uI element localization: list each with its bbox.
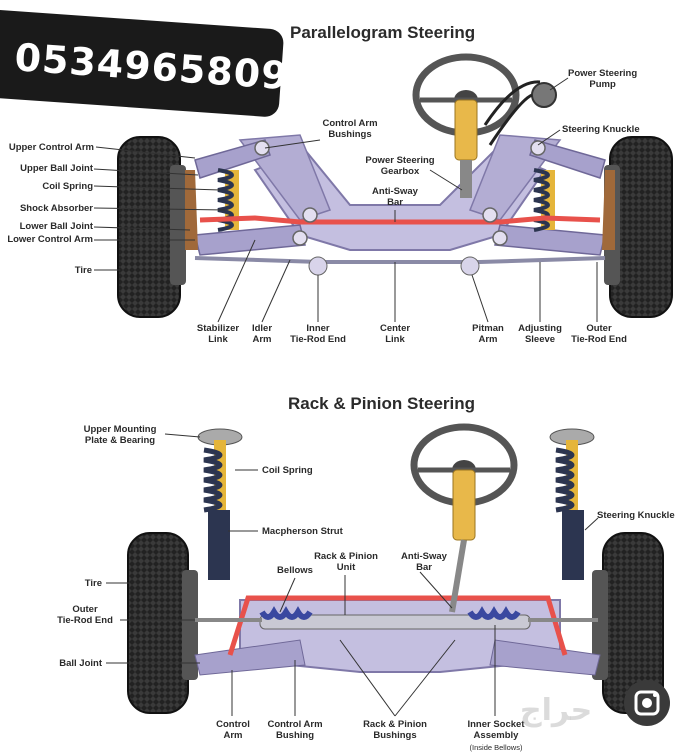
watermark-text: حراج bbox=[520, 693, 593, 728]
label-upper-control-arm: Upper Control Arm bbox=[8, 142, 94, 153]
lens-search-icon[interactable] bbox=[624, 680, 670, 726]
power-steering-pump bbox=[483, 80, 557, 146]
pitman-arm-joint bbox=[460, 256, 480, 276]
label-ball-joint: Ball Joint bbox=[59, 658, 102, 669]
anti-sway-bar-1 bbox=[199, 215, 601, 225]
control-arm-right bbox=[489, 639, 601, 676]
label-steering-knuckle-1: Steering Knuckle bbox=[562, 124, 640, 135]
knuckle-right bbox=[602, 170, 615, 250]
label-lower-ball-joint: Lower Ball Joint bbox=[19, 221, 93, 232]
strut-right bbox=[549, 428, 595, 580]
label-shock-absorber: Shock Absorber bbox=[19, 203, 93, 214]
steering-wheel-1 bbox=[412, 53, 520, 198]
leader-lines-1 bbox=[93, 77, 598, 323]
right-tire-2 bbox=[592, 532, 664, 714]
label-bellows: Bellows bbox=[277, 565, 313, 576]
phone-number: 0534965809 bbox=[13, 35, 291, 99]
label-macpherson-strut: Macpherson Strut bbox=[262, 526, 343, 537]
idler-arm-joint bbox=[308, 256, 328, 276]
label-lower-control-arm: Lower Control Arm bbox=[7, 234, 93, 245]
bushings-1 bbox=[254, 140, 546, 246]
rack-unit bbox=[195, 606, 598, 630]
steering-wheel-2 bbox=[410, 423, 518, 613]
haraj-watermark: حراج bbox=[520, 693, 592, 728]
parallelogram-title: Parallelogram Steering bbox=[290, 23, 476, 42]
rack-pinion-title: Rack & Pinion Steering bbox=[288, 394, 476, 413]
label-upper-ball-joint: Upper Ball Joint bbox=[20, 163, 93, 174]
label-coil-spring-2: Coil Spring bbox=[262, 465, 313, 476]
label-coil-spring-1: Coil Spring bbox=[42, 181, 93, 192]
rack-pinion-diagram bbox=[127, 423, 664, 714]
label-tire-2: Tire bbox=[84, 578, 102, 589]
label-tire-1: Tire bbox=[74, 265, 92, 276]
leader-lines-2 bbox=[106, 433, 599, 717]
center-link bbox=[194, 256, 606, 264]
upper-control-arm-right bbox=[529, 139, 606, 179]
left-tire-1 bbox=[117, 136, 186, 318]
lower-control-arm-left bbox=[194, 224, 306, 256]
parallelogram-diagram bbox=[117, 53, 673, 318]
upper-control-arm-left bbox=[194, 139, 271, 179]
control-arm-left bbox=[194, 639, 306, 676]
label-inside-bellows: (Inside Bellows) bbox=[469, 743, 523, 752]
left-tire-2 bbox=[127, 532, 198, 714]
anti-sway-bar-2 bbox=[227, 595, 568, 656]
label-steering-knuckle-2: Steering Knuckle bbox=[597, 510, 675, 521]
strut-left bbox=[197, 428, 243, 580]
